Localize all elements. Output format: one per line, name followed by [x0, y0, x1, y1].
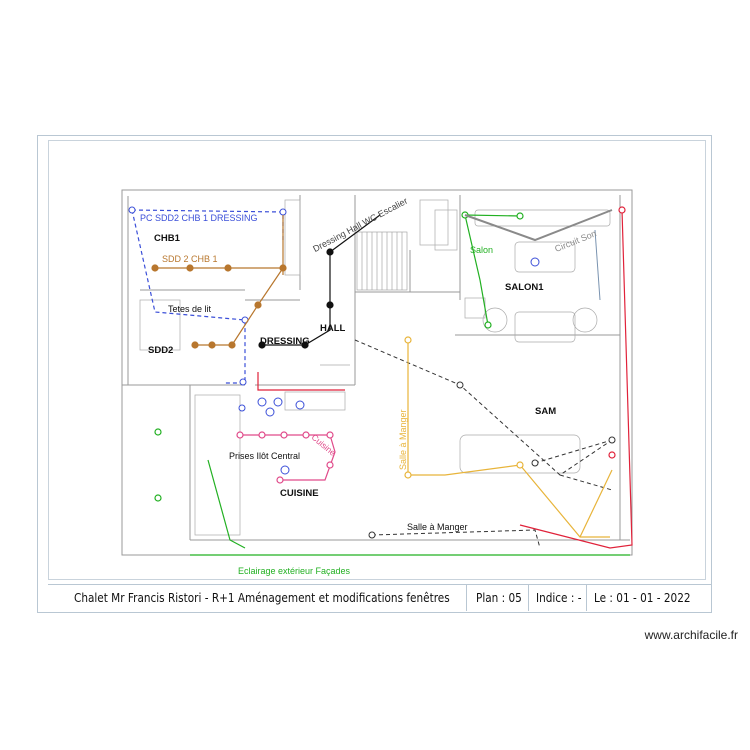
circuit-red	[257, 206, 633, 549]
circuit-dressing-hall	[258, 214, 381, 349]
title-block: Chalet Mr Francis Ristori - R+1 Aménagem…	[48, 584, 712, 611]
circuit-label-sdd2-chb1: SDD 2 CHB 1	[162, 254, 218, 264]
circuit-cuisine	[236, 431, 336, 484]
room-label-hall: HALL	[320, 323, 346, 334]
circuit-label-pc-sdd2: PC SDD2 CHB 1 DRESSING	[140, 213, 258, 223]
plan-number: Plan : 05	[476, 591, 522, 605]
furniture	[139, 199, 611, 536]
drawing-inner-frame	[48, 140, 706, 580]
room-label-dressing: DRESSING	[260, 336, 310, 347]
project-title: Chalet Mr Francis Ristori - R+1 Aménagem…	[74, 591, 450, 605]
room-label-salon1: SALON1	[505, 282, 544, 293]
circuit-label-sam-horizontal: Salle à Manger	[407, 522, 468, 532]
room-label-chb1: CHB1	[154, 233, 180, 244]
circuit-label-salon: Salon	[470, 245, 494, 255]
circuit-label-prises-ilot: Prises Ilôt Central	[229, 451, 301, 461]
kitchen-spots	[238, 397, 305, 475]
drawing-frame	[37, 135, 712, 613]
plan-indice: Indice : -	[536, 591, 582, 605]
circuit-sam-dashed	[354, 339, 616, 549]
title-block-divider	[528, 585, 529, 611]
circuit-pc-sdd2	[128, 206, 287, 386]
room-label-sam: SAM	[535, 406, 557, 417]
circuit-sam-yellow	[404, 336, 613, 538]
circuit-label-tetes-lit: Tetes de lit	[168, 304, 212, 314]
circuit-sdd2-chb1	[151, 215, 287, 349]
circuit-label-sam-vertical: Salle à Manger	[398, 409, 408, 470]
plan-date: Le : 01 - 01 - 2022	[594, 591, 691, 605]
staircase	[356, 231, 408, 291]
circuit-son	[464, 209, 613, 301]
circuit-salon	[461, 211, 524, 329]
circuit-ext	[154, 428, 630, 556]
title-block-divider	[586, 585, 587, 611]
watermark: www.archifacile.fr	[644, 628, 738, 642]
room-label-sdd2: SDD2	[148, 345, 174, 356]
title-block-divider	[466, 585, 467, 611]
room-label-cuisine: CUISINE	[280, 488, 319, 499]
circuit-label-eclairage-ext: Eclairage extérieur Façades	[238, 566, 351, 576]
